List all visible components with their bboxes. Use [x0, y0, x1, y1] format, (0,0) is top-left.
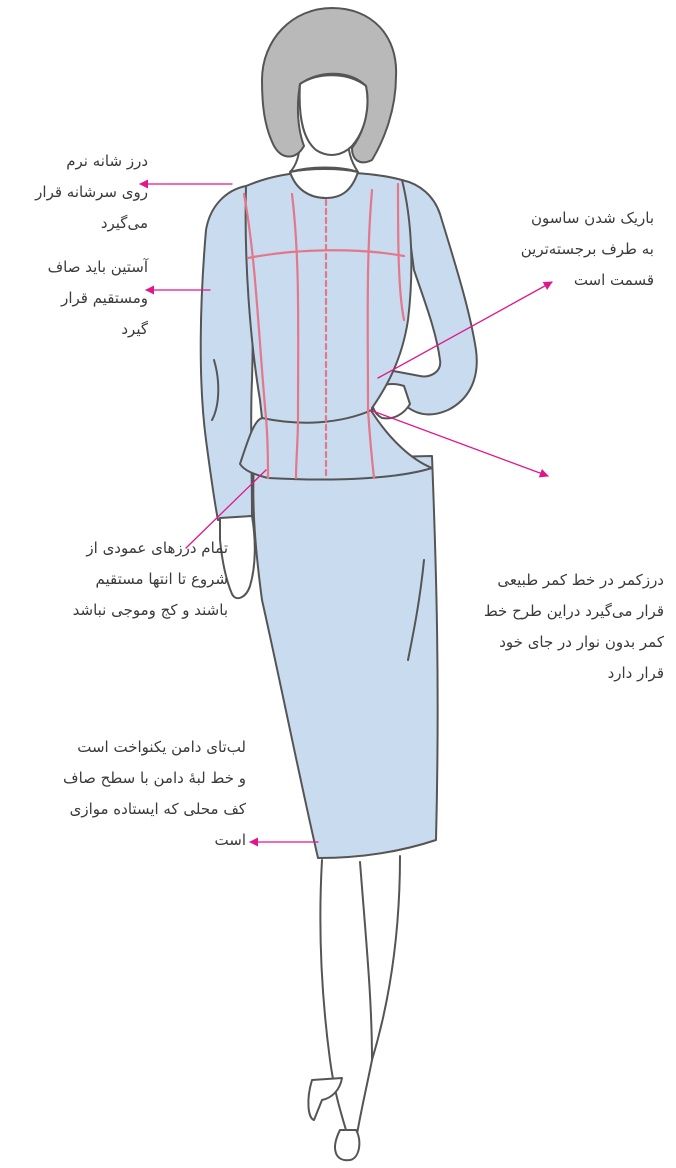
annotation-line: لب‌تای دامن یکنواخت است [63, 732, 246, 763]
annotation-hem: لب‌تای دامن یکنواخت است و خط لبهٔ دامن ب… [63, 732, 246, 856]
annotation-line: شروع تا انتها مستقیم [73, 564, 228, 595]
annotation-line: قرار می‌گیرد دراین طرح خط [484, 596, 664, 627]
annotation-waist-seam: درزکمر در خط کمر طبیعی قرار می‌گیرد درای… [484, 565, 664, 689]
jacket-body [240, 172, 432, 480]
annotation-line: و خط لبهٔ دامن با سطح صاف [63, 763, 246, 794]
skirt [253, 456, 437, 858]
annotation-line: کف محلی که ایستاده موازی [63, 794, 246, 825]
annotation-line: باشند و کج وموجی نباشد [73, 595, 228, 626]
shoes [308, 1078, 359, 1160]
annotation-line: درز شانه نرم [35, 146, 148, 177]
annotation-line: قرار دارد [484, 658, 664, 689]
annotation-line: ومستقیم قرار [48, 283, 148, 314]
annotation-line: باریک شدن ساسون [521, 203, 654, 234]
annotation-line: می‌گیرد [35, 208, 148, 239]
annotation-bust-dart: باریک شدن ساسون به طرف برجسته‌ترین قسمت … [521, 203, 654, 296]
annotation-line: است [63, 825, 246, 856]
annotation-line: درزکمر در خط کمر طبیعی [484, 565, 664, 596]
annotation-line: روی سرشانه قرار [35, 177, 148, 208]
annotation-line: به طرف برجسته‌ترین [521, 234, 654, 265]
legs [320, 856, 400, 1140]
annotation-sleeve: آستین باید صاف ومستقیم قرار گیرد [48, 252, 148, 345]
annotation-line: تمام درزهای عمودی از [73, 533, 228, 564]
annotation-line: قسمت است [521, 265, 654, 296]
annotation-shoulder-seam: درز شانه نرم روی سرشانه قرار می‌گیرد [35, 146, 148, 239]
annotation-vertical-seams: تمام درزهای عمودی از شروع تا انتها مستقی… [73, 533, 228, 626]
annotation-line: آستین باید صاف [48, 252, 148, 283]
annotation-line: گیرد [48, 314, 148, 345]
annotation-line: کمر بدون نوار در جای خود [484, 627, 664, 658]
